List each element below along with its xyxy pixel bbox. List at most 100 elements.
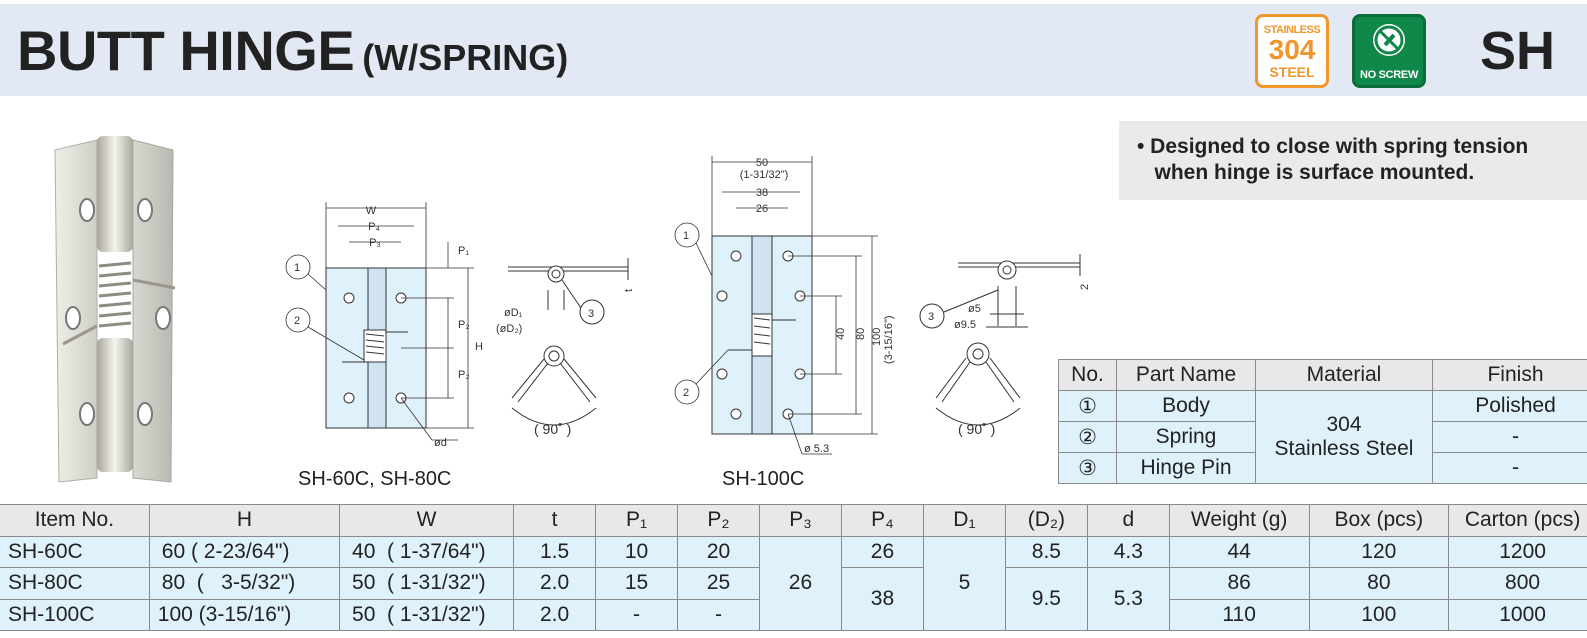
caption-sh60c-sh80c: SH-60C, SH-80C: [298, 468, 452, 490]
feature-note: • Designed to close with spring tension …: [1119, 121, 1587, 200]
header-part-name: Part Name: [1116, 359, 1256, 391]
header-item-no: Item No.: [0, 504, 150, 537]
cell-item: SH-100C: [0, 598, 150, 631]
cell-D2-merged: 9.5: [1004, 567, 1088, 631]
part-name: Hinge Pin: [1116, 452, 1256, 484]
dim-P1: P₁: [458, 245, 469, 257]
part-no: ③: [1058, 452, 1117, 484]
header-band: BUTT HINGE(W/SPRING) STAINLESS 304 STEEL…: [0, 4, 1587, 96]
badge-line1: STAINLESS: [1263, 24, 1321, 36]
part-material: 304 Stainless Steel: [1255, 390, 1433, 484]
dim-26: 26: [756, 203, 768, 215]
screwdriver-crossed-icon: [1373, 24, 1405, 56]
product-photo: [45, 130, 195, 495]
cell-weight: 86: [1168, 567, 1310, 600]
cell-W: 40 ( 1-37/64"): [339, 535, 515, 568]
part-no: ①: [1058, 390, 1117, 422]
dim-d95: ø9.5: [954, 319, 976, 331]
header-P3: P₃: [759, 504, 842, 537]
stainless-steel-badge: STAINLESS 304 STEEL: [1255, 14, 1329, 88]
dim-D1: øD₁: [504, 307, 523, 319]
material-line1: 304: [1326, 413, 1362, 436]
cell-P2: 25: [677, 567, 760, 600]
cell-weight: 44: [1168, 535, 1310, 568]
page-title: BUTT HINGE(W/SPRING): [17, 18, 568, 83]
header-D2: (D₂): [1004, 504, 1088, 537]
header-P4: P₄: [840, 504, 924, 537]
dim-W: W: [366, 205, 377, 217]
title-subtitle: (W/SPRING): [362, 37, 569, 78]
dim-d5: ø5: [968, 303, 981, 315]
cell-carton: 800: [1448, 567, 1587, 600]
cell-H: 60 ( 2-23/64"): [148, 535, 341, 568]
cell-t: 1.5: [513, 535, 597, 568]
cell-item: SH-80C: [0, 567, 150, 600]
table-row: SH-80C 80 ( 3-5/32") 50 ( 1-31/32") 2.0 …: [0, 567, 1587, 631]
no-screw-label: NO SCREW: [1359, 69, 1419, 81]
cell-box: 100: [1308, 598, 1450, 631]
material-line2: Stainless Steel: [1274, 437, 1414, 460]
callout-1: 1: [683, 230, 689, 242]
header-D1: D₁: [922, 504, 1006, 537]
dim-H: H: [475, 341, 483, 353]
cell-P3-merged: 26: [759, 535, 842, 631]
parts-table-header: No. Part Name Material Finish: [1058, 359, 1587, 391]
table-row: ③ Hinge Pin -: [1058, 452, 1587, 484]
part-finish: Polished: [1432, 390, 1587, 422]
header-W: W: [339, 504, 515, 537]
header-box: Box (pcs): [1308, 504, 1450, 537]
cell-W: 50 ( 1-31/32"): [339, 567, 515, 600]
dim-t: t: [623, 289, 635, 292]
header-finish: Finish: [1432, 359, 1587, 391]
feature-note-text: • Designed to close with spring tension …: [1137, 135, 1529, 184]
header-carton: Carton (pcs): [1448, 504, 1587, 537]
drawing-sh60c-sh80c: W P₄ P₃ P₁ P₂ P₂ H ød 1 2 t øD₁ (øD₂) 3 …: [282, 150, 652, 455]
header-d: d: [1086, 504, 1170, 537]
cell-weight: 110: [1168, 598, 1310, 631]
dim-40: 40: [835, 328, 847, 340]
dim-50-inch: (1-31/32"): [740, 169, 789, 181]
cell-H: 100 (3-15/16"): [148, 598, 341, 631]
parts-table: No. Part Name Material Finish ① Body 304…: [1058, 359, 1587, 484]
cell-box: 80: [1308, 567, 1450, 600]
cell-carton: 1000: [1448, 598, 1587, 631]
header-P2: P₂: [677, 504, 760, 537]
drawing-sh100c: 50 (1-31/32") 38 26 40 80 100 (3-15/16")…: [668, 150, 1098, 465]
spec-table-header: Item No. H W t P₁ P₂ P₃ P₄ D₁ (D₂) d Wei…: [0, 504, 1587, 537]
dim-P3: P₃: [369, 237, 381, 249]
table-row: SH-60C 60 ( 2-23/64") 40 ( 1-37/64") 1.5…: [0, 535, 1587, 631]
dim-t-2: 2: [1079, 284, 1091, 290]
cell-P4: 26: [840, 535, 924, 568]
table-row: ① Body 304 Stainless Steel Polished: [1058, 390, 1587, 484]
cell-box: 120: [1308, 535, 1450, 568]
header-H: H: [148, 504, 341, 537]
cell-d-merged: 5.3: [1086, 567, 1170, 631]
dim-P2a: P₂: [458, 319, 470, 331]
part-name: Spring: [1116, 421, 1256, 453]
cell-D1-merged: 5: [922, 535, 1006, 631]
callout-1: 1: [294, 262, 300, 274]
cell-P1: 10: [595, 535, 679, 568]
badge-line3: STEEL: [1269, 64, 1315, 80]
cell-P4-merged: 38: [840, 567, 924, 631]
callout-3: 3: [588, 308, 594, 320]
part-no: ②: [1058, 421, 1117, 453]
cell-P1: 15: [595, 567, 679, 600]
series-code: SH: [1480, 21, 1556, 81]
callout-2: 2: [294, 315, 300, 327]
dim-80: 80: [855, 328, 867, 340]
cell-t: 2.0: [513, 598, 597, 631]
cell-P1: -: [595, 598, 679, 631]
cell-carton: 1200: [1448, 535, 1587, 568]
cell-P2: -: [677, 598, 760, 631]
cell-t: 2.0: [513, 567, 597, 600]
no-screw-badge: NO SCREW: [1352, 14, 1426, 88]
dim-P4: P₄: [368, 221, 380, 233]
header-t: t: [513, 504, 597, 537]
cell-d: 4.3: [1086, 535, 1170, 568]
dim-100: 100: [871, 328, 883, 346]
dim-D2: (øD₂): [496, 323, 522, 335]
part-name: Body: [1116, 390, 1256, 422]
header-no: No.: [1058, 359, 1117, 391]
dim-hole: ø 5.3: [804, 443, 829, 455]
